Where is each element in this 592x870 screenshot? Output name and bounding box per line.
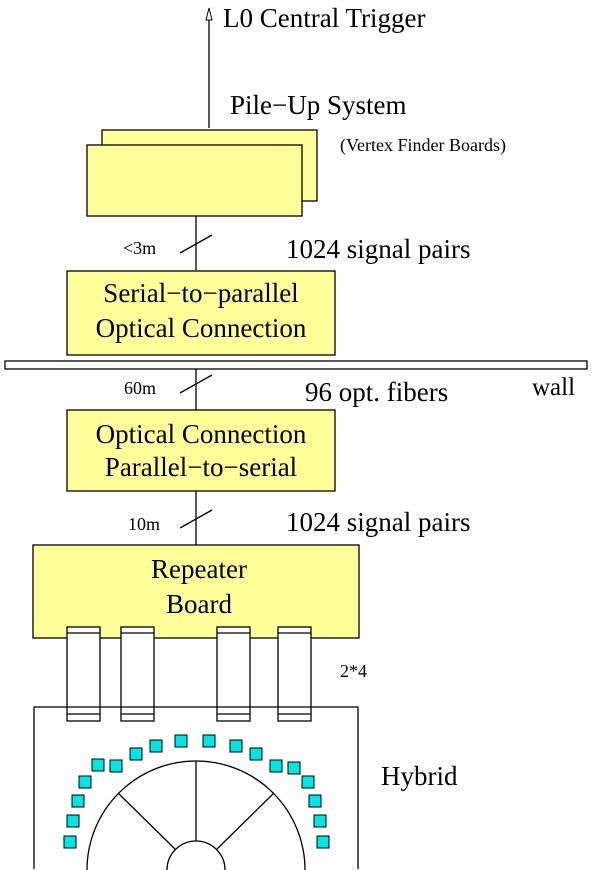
cable-mid-slash bbox=[179, 374, 213, 394]
pileup-system-label: Pile−Up System bbox=[230, 90, 407, 120]
chip-ring bbox=[63, 734, 330, 849]
chip bbox=[149, 739, 163, 753]
parallel-to-serial-box bbox=[66, 409, 336, 492]
chip bbox=[63, 835, 77, 849]
chip bbox=[109, 759, 123, 773]
connector-count-label: 2*4 bbox=[340, 661, 367, 681]
sensor-inner-arc bbox=[166, 840, 226, 870]
chip bbox=[66, 814, 80, 828]
chip bbox=[287, 761, 301, 775]
p2s-label-line2: Parallel−to−serial bbox=[105, 452, 297, 482]
wall-bar bbox=[4, 360, 588, 370]
chip bbox=[129, 747, 143, 761]
cable-top-slash bbox=[179, 234, 213, 254]
chip bbox=[202, 734, 216, 748]
cable-bot-pairs: 1024 signal pairs bbox=[286, 507, 470, 537]
vertex-finder-label: (Vertex Finder Boards) bbox=[340, 135, 506, 156]
repeater-label-line2: Board bbox=[166, 589, 232, 619]
sensor-spoke-left bbox=[117, 792, 176, 850]
connector-2 bbox=[120, 626, 155, 722]
wall-label: wall bbox=[532, 374, 575, 401]
chip bbox=[249, 747, 263, 761]
repeater-label-line1: Repeater bbox=[151, 554, 247, 584]
chip bbox=[78, 775, 92, 789]
cable-bot-slash bbox=[179, 509, 213, 529]
chip bbox=[313, 814, 327, 828]
serial-to-parallel-box bbox=[66, 270, 336, 356]
s2p-label-line2: Optical Connection bbox=[96, 313, 307, 343]
sensor-spoke-right bbox=[216, 792, 275, 850]
connector-3 bbox=[216, 626, 251, 722]
trigger-arrowhead bbox=[205, 7, 213, 21]
cable-bot-length: 10m bbox=[128, 514, 160, 534]
hybrid-label: Hybrid bbox=[381, 761, 458, 791]
hybrid-outline bbox=[33, 706, 359, 869]
chip bbox=[71, 794, 85, 808]
chip bbox=[91, 758, 105, 772]
cable-mid-length: 60m bbox=[124, 378, 156, 398]
pileup-board-front bbox=[86, 144, 303, 217]
chip bbox=[308, 794, 322, 808]
chip bbox=[229, 739, 243, 753]
repeater-board bbox=[32, 544, 360, 639]
cable-mid-fibers: 96 opt. fibers bbox=[305, 377, 448, 407]
chip bbox=[269, 759, 283, 773]
chip bbox=[174, 734, 188, 748]
connector-4 bbox=[277, 626, 312, 722]
l0-trigger-label: L0 Central Trigger bbox=[223, 3, 426, 33]
chip bbox=[316, 835, 330, 849]
chip bbox=[301, 775, 315, 789]
p2s-label-line1: Optical Connection bbox=[96, 419, 307, 449]
cable-top-pairs: 1024 signal pairs bbox=[286, 234, 470, 264]
cable-top-length: <3m bbox=[123, 238, 156, 258]
s2p-label-line1: Serial−to−parallel bbox=[103, 278, 298, 308]
connector-1 bbox=[66, 626, 101, 722]
